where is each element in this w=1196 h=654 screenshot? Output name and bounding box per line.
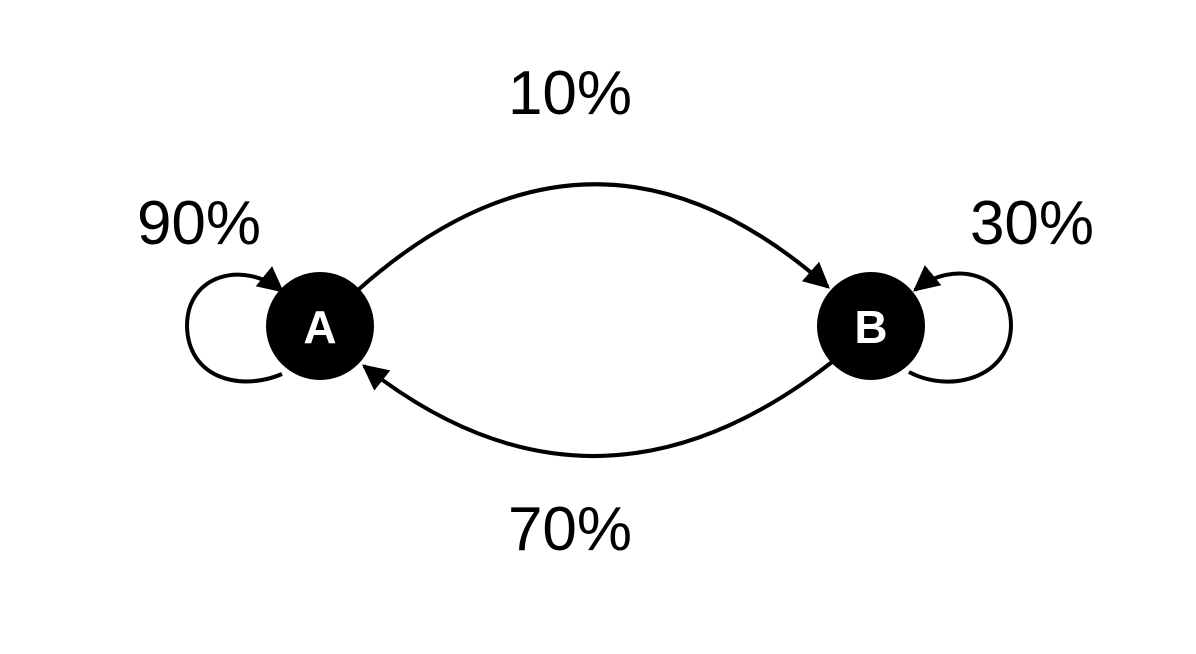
edge-a-to-b-label: 10%	[508, 59, 632, 128]
node-a-circle	[266, 272, 374, 380]
node-a-label: A	[303, 301, 336, 353]
edge-a-to-b	[356, 182, 830, 292]
edge-b-to-b	[908, 265, 1014, 384]
node-b-label: B	[854, 301, 887, 353]
node-b-circle	[817, 272, 925, 380]
edge-a-to-a	[184, 266, 285, 384]
node-b: B	[817, 272, 925, 380]
edge-b-to-b-label: 30%	[970, 189, 1094, 258]
edge-a-to-a-label: 90%	[137, 189, 261, 258]
edge-b-to-a-label: 70%	[508, 495, 632, 564]
node-a: A	[266, 272, 374, 380]
edge-b-to-a	[361, 360, 834, 458]
